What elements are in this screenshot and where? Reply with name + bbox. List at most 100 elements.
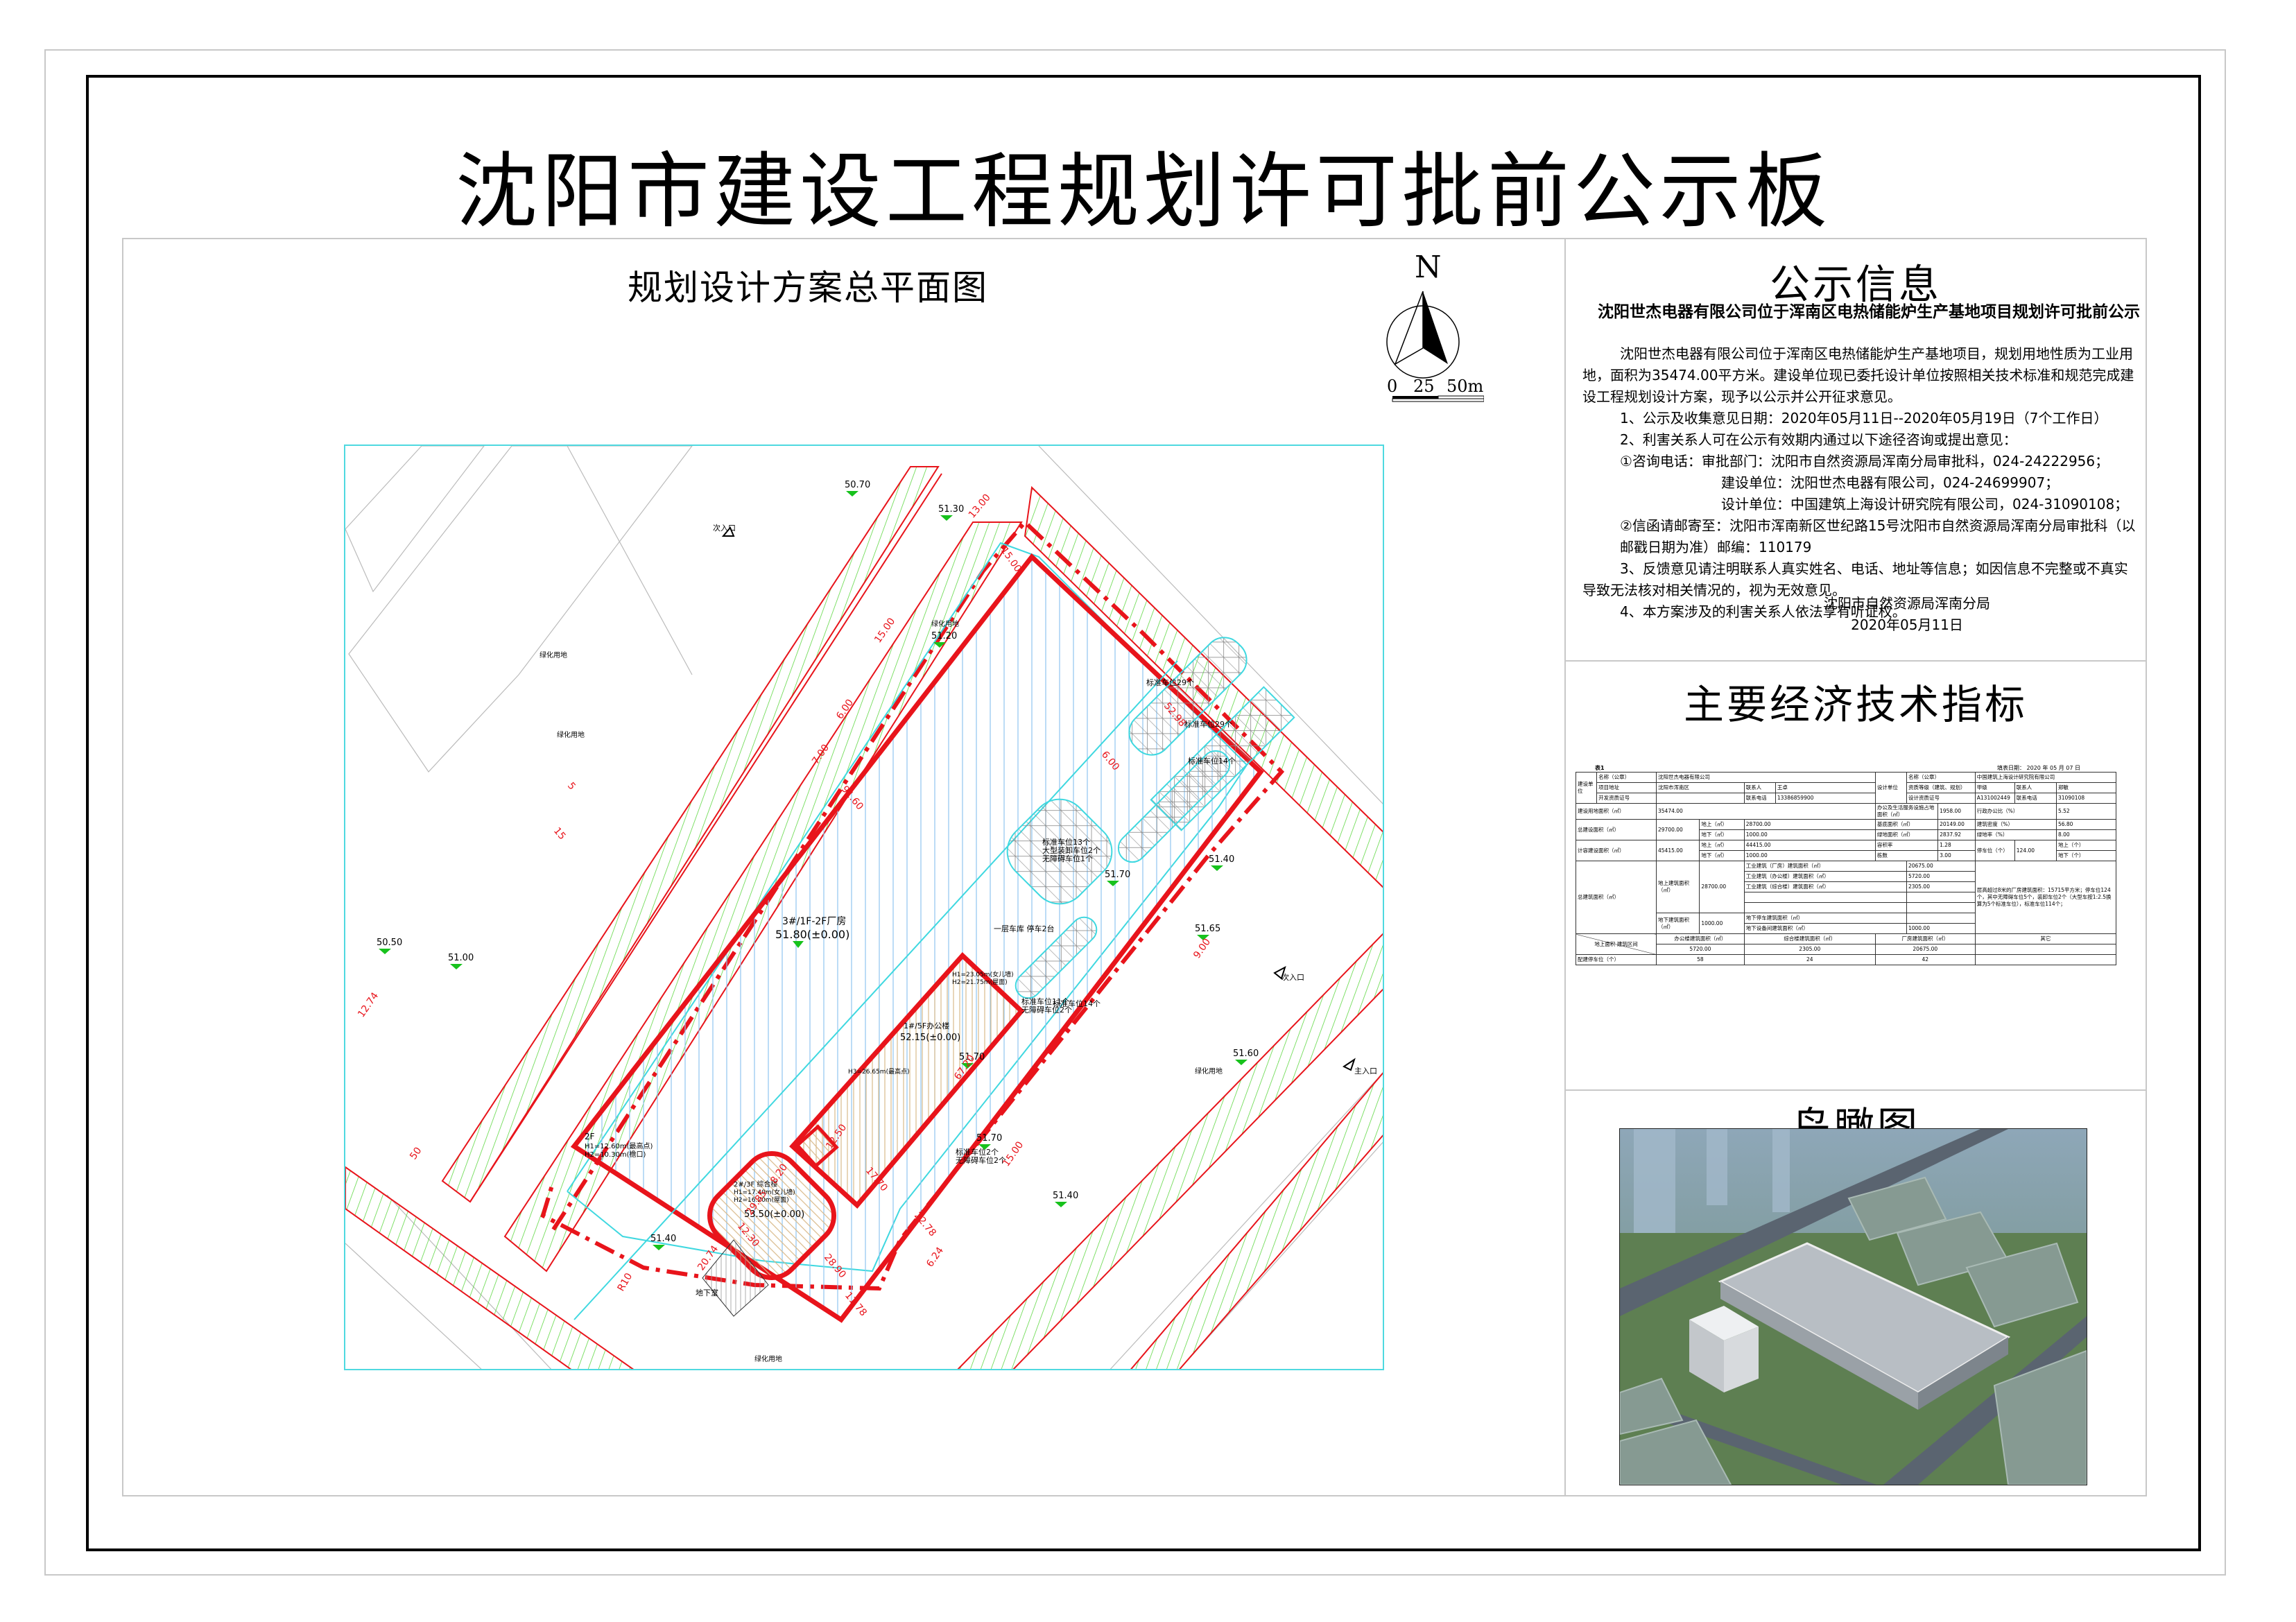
svg-text:51.40: 51.40 [650,1234,676,1244]
table-row: 工业建筑（综合楼）建筑面积（㎡） 2305.00 [1576,881,2116,892]
table-row: 配建停车位（个） 58 24 42 [1575,954,2117,965]
aerial-illustration [1620,1129,2087,1485]
svg-text:51.60: 51.60 [1233,1049,1259,1059]
green-land-label: 绿化用地 [931,619,959,628]
svg-text:R10: R10 [616,1271,635,1293]
svg-text:大型装卸车位2个: 大型装卸车位2个 [1042,845,1100,855]
site-plan-title: 规划设计方案总平面图 [628,268,988,308]
building-2-elevation: 53.50(±0.00) [744,1209,804,1220]
notice-signer: 沈阳市自然资源局浑南分局 [1824,595,1990,612]
svg-text:2F: 2F [585,1132,595,1141]
notice-item-3: 3、反馈意见请注明联系人真实姓名、电话、地址等信息；如因信息不完整或不真实导致无… [1582,560,2128,598]
svg-text:无障碍车位2个: 无障碍车位2个 [956,1155,1006,1165]
svg-text:无障碍车位1个: 无障碍车位1个 [1042,854,1093,863]
table-fill-date: 填表日期： 2020 年 05 月 07 日 [1997,765,2080,771]
green-land-label: 绿化用地 [754,1354,782,1363]
table-row: 计容建设面积（㎡） 45415.00 地上（㎡） 44415.00 容积率 1.… [1575,840,2117,861]
svg-text:标准车位11个: 标准车位11个 [1021,997,1069,1006]
svg-text:12.74: 12.74 [356,990,381,1019]
table-row: 总建设面积（㎡） 29700.00 地上（㎡） 28700.00 基底面积（㎡）… [1575,819,2117,840]
svg-text:H3=26.65m(最高点): H3=26.65m(最高点) [848,1067,910,1076]
svg-text:51.40: 51.40 [1053,1191,1078,1201]
table-row: 项目地址 沈阳市浑南区 联系人 王卓 资质等级（建筑、规划） 甲级 联系人 郑敏 [1576,782,2117,793]
table-row: 地上面积 建筑区间 办公楼建筑面积（㎡） 综合楼建筑面积（㎡） 厂房建筑面积（㎡… [1575,933,2117,955]
board-title: 沈阳市建设工程规划许可批前公示板 [455,144,1831,239]
svg-text:25: 25 [1413,377,1435,396]
svg-text:50.70: 50.70 [845,480,870,490]
board-outer-border [44,49,2226,1576]
notice-date: 2020年05月11日 [1851,616,1963,633]
table-row [1576,902,2116,913]
svg-text:51.00: 51.00 [448,953,474,963]
svg-text:5: 5 [565,780,578,792]
notice-phone-approval: ①咨询电话：审批部门：沈阳市自然资源局浑南分局审批科，024-24222956； [1620,453,2109,469]
secondary-entrance-label: 次入口 [1281,972,1304,982]
svg-text:H2=21.75m(屋面): H2=21.75m(屋面) [952,978,1008,986]
svg-text:0: 0 [1387,377,1397,396]
svg-text:H1=23.05m(女儿墙): H1=23.05m(女儿墙) [952,970,1014,978]
site-plan-svg: 3#/1F-2F厂房 51.80(±0.00) 2F H1=12.60m(最高点… [345,446,1383,1369]
svg-text:50: 50 [408,1146,424,1162]
svg-text:15.00: 15.00 [1001,1139,1026,1168]
svg-text:51.70: 51.70 [1105,870,1130,880]
table-row [1576,892,2116,903]
aerial-rendering-image [1619,1128,2087,1485]
table-row: 建设单位 名称（公章） 沈阳世杰电器有限公司 设计单位 名称（公章） 中国建筑上… [1575,772,2117,804]
svg-text:9.00: 9.00 [1191,937,1213,961]
north-label: N [1415,250,1442,285]
svg-text:一层车库 停车2台: 一层车库 停车2台 [994,924,1055,933]
svg-text:H2=16.20m(屋面): H2=16.20m(屋面) [734,1196,789,1204]
notice-subtitle: 沈阳世杰电器有限公司位于浑南区电热储能炉生产基地项目规划许可批前公示 [1598,303,2140,321]
svg-text:标准车位14个: 标准车位14个 [1053,999,1100,1008]
notice-phone-designer: 设计单位：中国建筑上海设计研究院有限公司，024-31090108； [1721,496,2129,512]
svg-text:15: 15 [551,825,568,842]
table-row: 5720.00 2305.00 20675.00 [1576,944,2117,955]
table-row: 建设用地面积（㎡） 35474.00 办公及生活服务设施占地面积（㎡） 1958… [1575,803,2117,820]
indicators-table: 建设单位 名称（公章） 沈阳世杰电器有限公司 设计单位 名称（公章） 中国建筑上… [1575,772,2117,965]
site-plan-drawing: 3#/1F-2F厂房 51.80(±0.00) 2F H1=12.60m(最高点… [344,445,1384,1370]
table-row: 地下建筑面积（㎡） 1000.00 地下停车建筑面积（㎡） [1576,913,2116,934]
svg-text:15.00: 15.00 [872,616,897,645]
svg-text:51.70: 51.70 [976,1133,1002,1144]
svg-text:51.30: 51.30 [938,504,964,515]
table-caption: 表1 [1595,765,1605,771]
svg-text:标准车位2个: 标准车位2个 [956,1147,999,1157]
notice-mail: ②信函请邮寄至：沈阳市浑南新区世纪路15号沈阳市自然资源局浑南分局审批科（以邮戳… [1620,517,2136,555]
svg-text:无障碍车位2个: 无障碍车位2个 [1021,1005,1072,1015]
svg-text:51.20: 51.20 [931,631,957,641]
svg-text:51.40: 51.40 [1209,854,1234,865]
notice-paragraph: 沈阳世杰电器有限公司位于浑南区电热储能炉生产基地项目，规划用地性质为工业用地，面… [1582,345,2134,405]
table-row: 工业建筑（办公楼）建筑面积（㎡） 5720.00 [1576,871,2116,882]
svg-text:H2=10.30m(檐口): H2=10.30m(檐口) [585,1150,646,1159]
main-entrance-label: 主入口 [1354,1067,1377,1076]
table-row: 地下设备间建筑面积（㎡） 1000.00 [1576,923,2116,934]
board-frame [86,75,2201,1551]
notice-panel: 公示信息 [1564,238,2147,662]
notice-item-2: 2、利害关系人可在公示有效期内通过以下途径咨询或提出意见： [1620,431,2017,448]
building-3-elevation: 51.80(±0.00) [775,928,849,941]
svg-text:标准车位29个: 标准车位29个 [1146,678,1194,687]
notice-phone-builder: 建设单位：沈阳世杰电器有限公司，024-24699907； [1721,474,2060,491]
svg-text:50.50: 50.50 [377,938,402,948]
notice-item-4: 4、本方案涉及的利害关系人依法享有听证权。 [1620,603,1906,620]
notice-body: 沈阳世杰电器有限公司位于浑南区电热储能炉生产基地项目，规划用地性质为工业用地，面… [1582,343,2137,623]
green-land-label: 绿化用地 [557,730,585,739]
notice-signature: 沈阳市自然资源局浑南分局 2020年05月11日 [1803,593,2011,636]
indicators-title: 主要经济技术指标 [1683,681,2028,728]
building-3-label: 3#/1F-2F厂房 [782,916,846,927]
svg-text:标准车位14个: 标准车位14个 [1188,756,1236,766]
svg-text:51.70: 51.70 [959,1052,985,1062]
svg-text:H1=17.40m(女儿墙): H1=17.40m(女儿墙) [734,1188,795,1196]
building-2-label: 2#/3F 综合楼 [734,1180,777,1189]
svg-text:50m: 50m [1447,377,1484,396]
green-land-label: 绿化用地 [540,650,567,659]
svg-text:标准车位29个: 标准车位29个 [1184,719,1232,729]
green-land-label: 绿化用地 [1195,1067,1223,1076]
notice-item-1: 1、公示及收集意见日期：2020年05月11日--2020年05月19日（7个工… [1620,410,2108,426]
svg-text:6.24: 6.24 [924,1245,946,1270]
basement-label: 地下室 [696,1288,718,1297]
notice-title: 公示信息 [1769,261,1942,308]
building-1-elevation: 52.15(±0.00) [900,1033,960,1043]
table-row: 总建筑面积（㎡） 地上建筑面积（㎡） 28700.00 工业建筑（厂房）建筑面积… [1575,861,2117,934]
svg-text:H1=12.60m(最高点): H1=12.60m(最高点) [585,1141,653,1150]
